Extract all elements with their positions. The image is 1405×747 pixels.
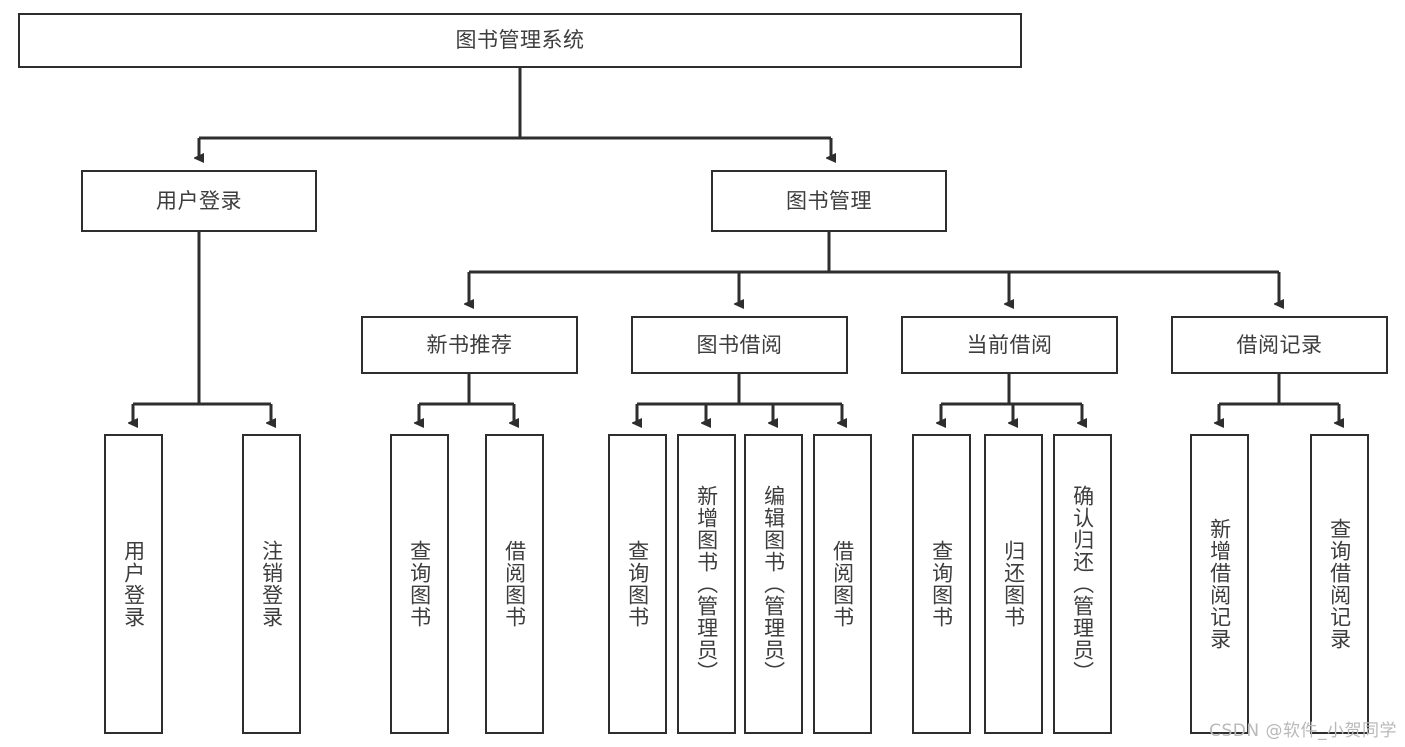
node-leaf-return-book-label: 归还图书 bbox=[1001, 540, 1026, 628]
node-leaf-query-record-label: 查询借阅记录 bbox=[1327, 518, 1352, 650]
node-current-borrow-label: 当前借阅 bbox=[966, 332, 1053, 357]
node-user-login-label: 用户登录 bbox=[156, 188, 242, 213]
node-leaf-borrow-book-1[interactable]: 借阅图书 bbox=[485, 434, 544, 734]
node-borrow-record-label: 借阅记录 bbox=[1236, 332, 1323, 357]
node-leaf-return-book[interactable]: 归还图书 bbox=[984, 434, 1043, 734]
node-leaf-confirm-return-label: 确认归还（管理员） bbox=[1070, 485, 1095, 683]
node-leaf-query-book-2-label: 查询图书 bbox=[625, 540, 650, 628]
node-user-login[interactable]: 用户登录 bbox=[81, 170, 317, 232]
node-new-book-rec[interactable]: 新书推荐 bbox=[361, 316, 578, 374]
node-leaf-user-login-label: 用户登录 bbox=[121, 540, 146, 628]
node-leaf-query-book-1-label: 查询图书 bbox=[407, 540, 432, 628]
node-leaf-confirm-return[interactable]: 确认归还（管理员） bbox=[1053, 434, 1112, 734]
node-book-borrow-label: 图书借阅 bbox=[696, 332, 783, 357]
node-book-borrow[interactable]: 图书借阅 bbox=[631, 316, 848, 374]
node-leaf-add-book[interactable]: 新增图书（管理员） bbox=[677, 434, 736, 734]
node-book-manage-label: 图书管理 bbox=[786, 188, 872, 213]
node-leaf-borrow-book-2[interactable]: 借阅图书 bbox=[813, 434, 872, 734]
node-leaf-borrow-book-2-label: 借阅图书 bbox=[830, 540, 855, 628]
node-leaf-edit-book[interactable]: 编辑图书（管理员） bbox=[744, 434, 803, 734]
node-new-book-rec-label: 新书推荐 bbox=[426, 332, 513, 357]
node-leaf-query-book-1[interactable]: 查询图书 bbox=[390, 434, 449, 734]
node-leaf-user-logout-label: 注销登录 bbox=[259, 540, 284, 628]
node-leaf-add-record[interactable]: 新增借阅记录 bbox=[1190, 434, 1249, 734]
node-borrow-record[interactable]: 借阅记录 bbox=[1171, 316, 1388, 374]
node-leaf-add-record-label: 新增借阅记录 bbox=[1207, 518, 1232, 650]
node-leaf-query-record[interactable]: 查询借阅记录 bbox=[1310, 434, 1369, 734]
node-leaf-user-logout[interactable]: 注销登录 bbox=[242, 434, 301, 734]
node-leaf-user-login[interactable]: 用户登录 bbox=[104, 434, 163, 734]
node-book-manage[interactable]: 图书管理 bbox=[711, 170, 947, 232]
node-leaf-add-book-label: 新增图书（管理员） bbox=[694, 485, 719, 683]
watermark-text: CSDN @软件_小贺同学 bbox=[1209, 721, 1397, 741]
node-leaf-query-book-3[interactable]: 查询图书 bbox=[912, 434, 971, 734]
node-current-borrow[interactable]: 当前借阅 bbox=[901, 316, 1118, 374]
node-root[interactable]: 图书管理系统 bbox=[18, 13, 1022, 68]
node-leaf-query-book-3-label: 查询图书 bbox=[929, 540, 954, 628]
node-leaf-borrow-book-1-label: 借阅图书 bbox=[502, 540, 527, 628]
node-leaf-edit-book-label: 编辑图书（管理员） bbox=[761, 485, 786, 683]
node-leaf-query-book-2[interactable]: 查询图书 bbox=[608, 434, 667, 734]
node-root-label: 图书管理系统 bbox=[455, 28, 585, 53]
